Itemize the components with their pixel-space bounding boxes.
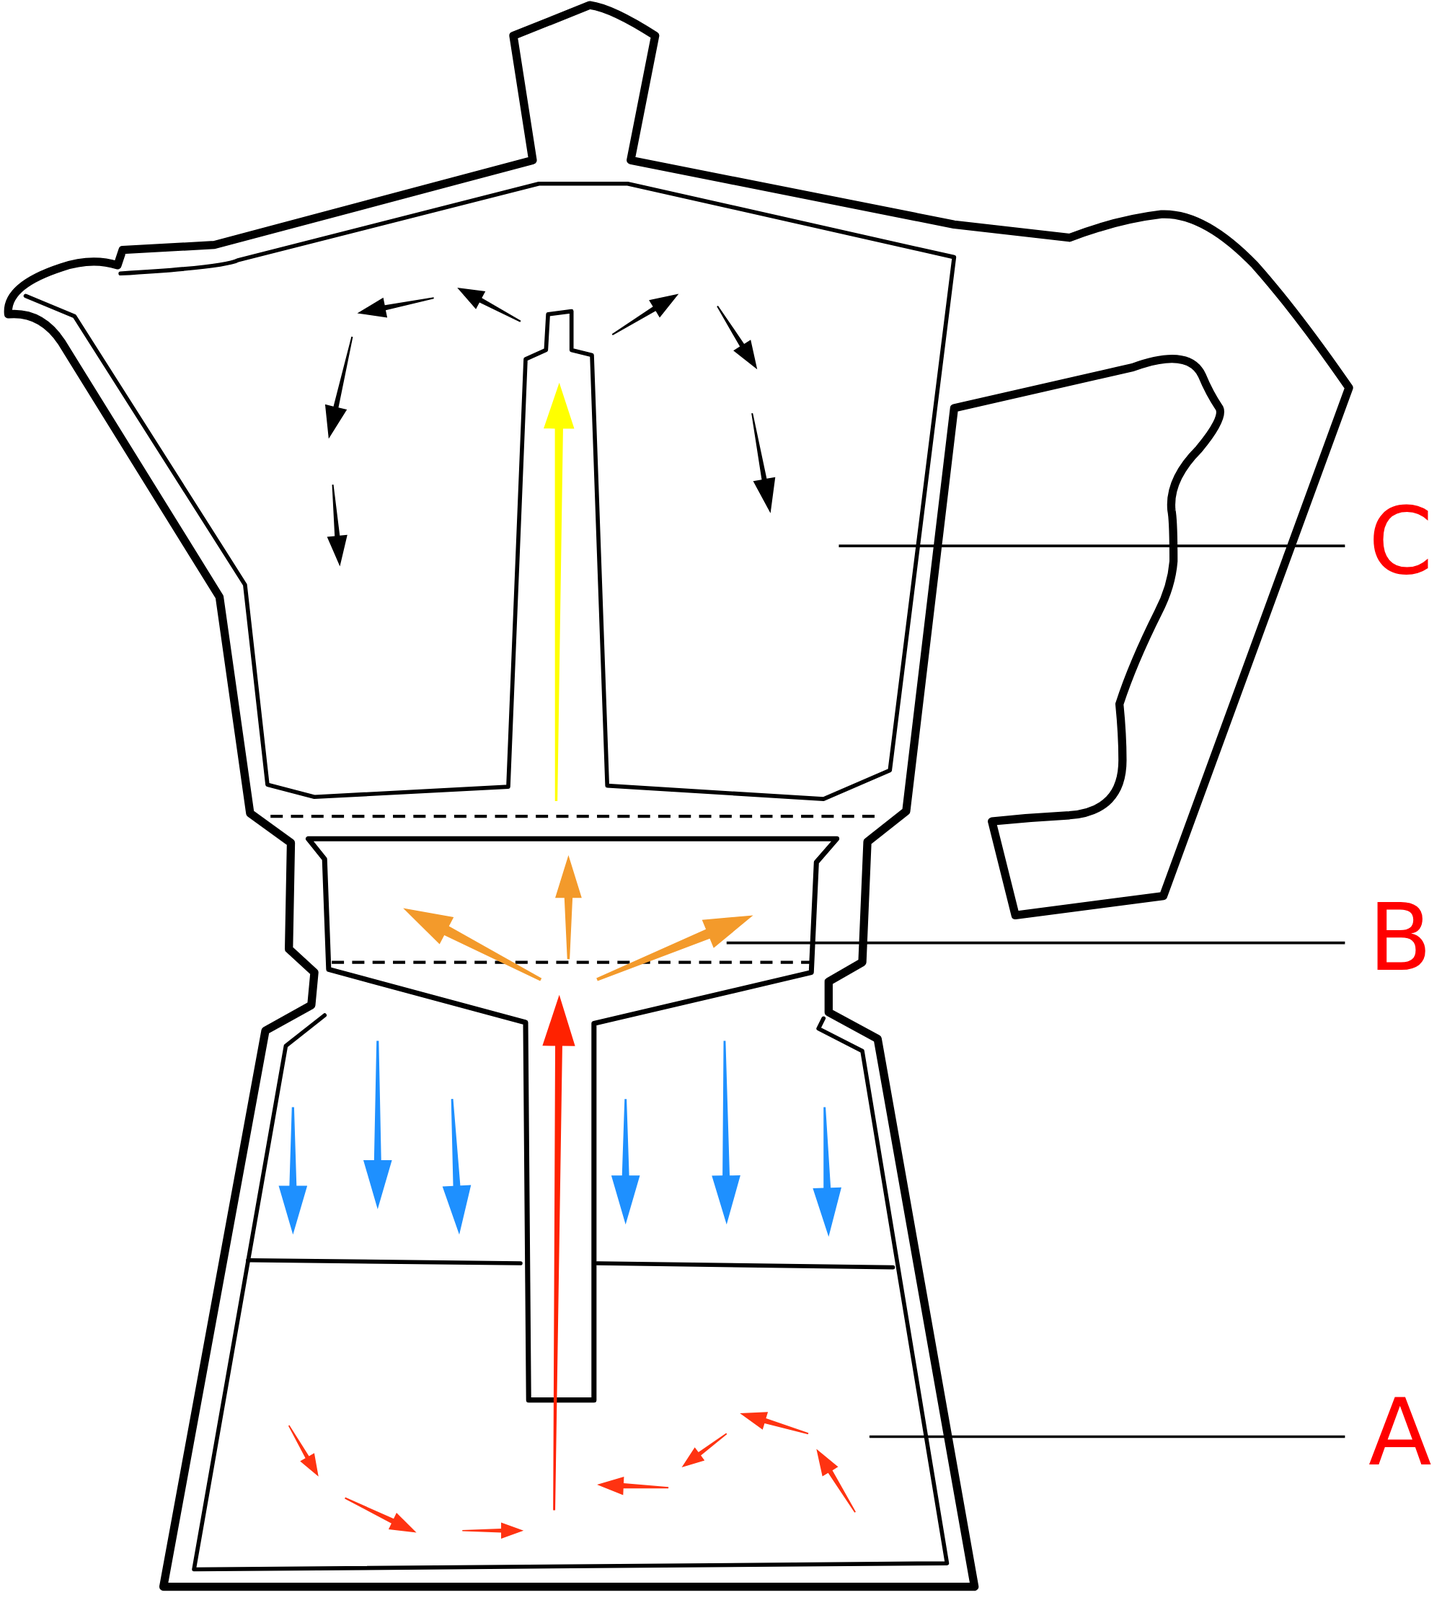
flow-arrow	[812, 1106, 842, 1237]
flow-arrow	[327, 484, 348, 566]
flow-arrow	[751, 413, 776, 514]
flow-arrow	[739, 1411, 809, 1435]
coffee-grounds-level	[331, 960, 822, 964]
flow-arrow	[716, 305, 758, 370]
flow-arrow	[542, 994, 575, 1511]
flow-arrow	[457, 287, 521, 323]
flow-arrow	[363, 1040, 393, 1210]
flow-arrow	[711, 1040, 741, 1225]
flow-arrow	[555, 855, 582, 959]
leader-line	[838, 544, 1345, 548]
flow-arrow	[403, 908, 542, 982]
filter-funnel	[308, 838, 838, 1400]
flow-arrow	[279, 1106, 308, 1235]
flow-arrow	[344, 1496, 417, 1533]
part-label: C	[1368, 495, 1433, 588]
boiler-wall	[193, 1015, 947, 1569]
pot-outline	[7, 5, 1349, 1587]
leader-line	[869, 1435, 1345, 1439]
flow-arrow	[611, 1098, 641, 1225]
water-level	[248, 1260, 893, 1268]
flow-arrow	[612, 294, 680, 336]
flow-arrows	[279, 287, 856, 1539]
filter-plate	[270, 814, 883, 818]
part-label: B	[1368, 891, 1432, 985]
flow-arrow	[543, 382, 574, 802]
flow-arrow	[325, 336, 353, 440]
flow-arrow	[816, 1449, 856, 1513]
flow-arrow	[596, 914, 753, 981]
upper-chamber-wall	[25, 183, 955, 799]
part-label: A	[1368, 1386, 1432, 1479]
flow-arrow	[462, 1522, 524, 1539]
flow-arrow	[288, 1425, 319, 1477]
flow-arrow	[442, 1098, 472, 1235]
flow-arrow	[682, 1433, 728, 1468]
flow-arrow	[356, 297, 434, 318]
flow-arrow	[596, 1476, 669, 1495]
leader-line	[726, 941, 1346, 945]
